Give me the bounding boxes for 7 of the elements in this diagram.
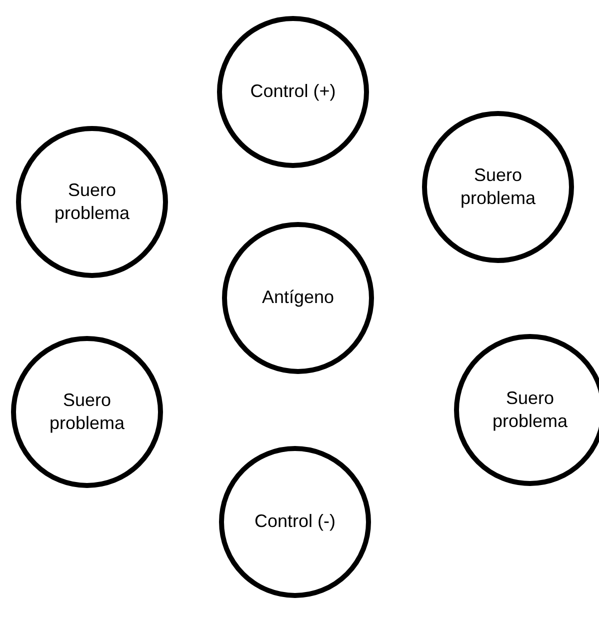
well-label: Suero problema xyxy=(459,164,537,210)
well-label: Suero problema xyxy=(53,178,131,225)
well-label: Control (+) xyxy=(250,80,336,104)
well-label: Antígeno xyxy=(262,286,334,310)
well-label: Suero problema xyxy=(48,388,126,435)
well-label: Suero problema xyxy=(491,386,569,433)
well-label: Control (-) xyxy=(254,510,336,534)
